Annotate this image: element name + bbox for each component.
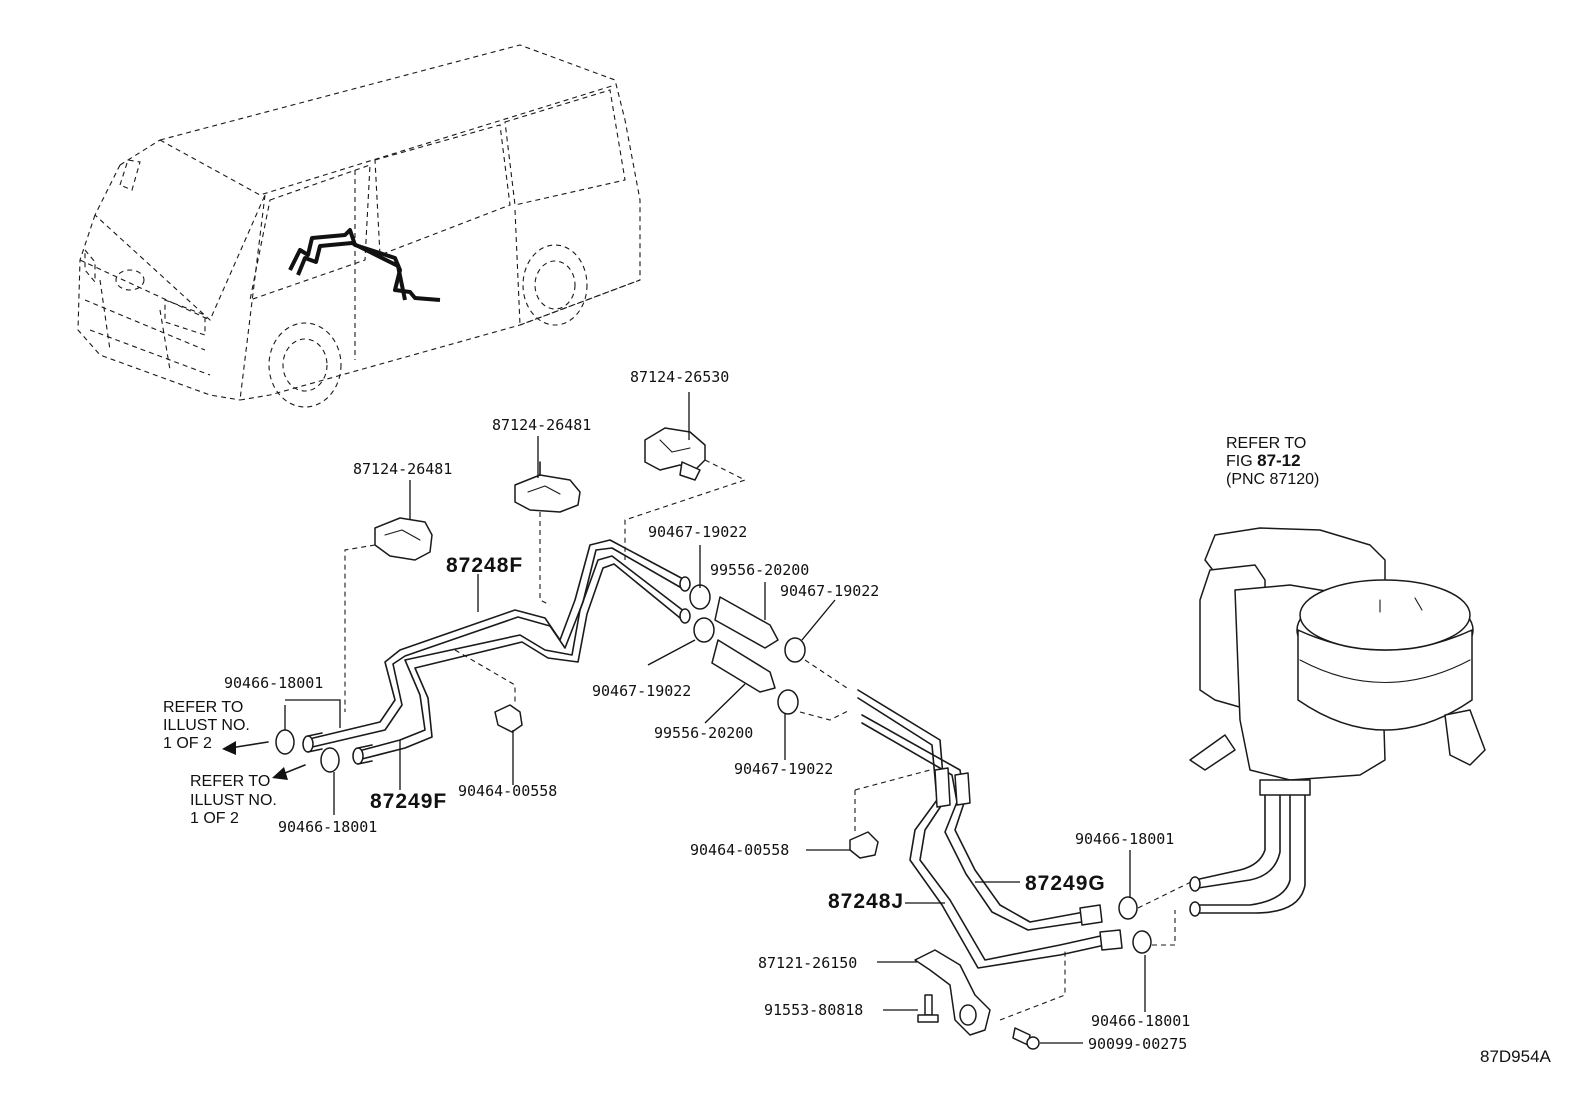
refer-illust-1-line1: REFER TO xyxy=(163,699,243,716)
label-90466-18001-c[interactable]: 90466-18001 xyxy=(1075,830,1174,848)
bracket-87121-26150 xyxy=(914,949,1066,1036)
pipes-87248J-87249G xyxy=(857,689,1196,969)
label-87124-26481-b[interactable]: 87124-26481 xyxy=(353,460,452,478)
refer-fig-line1: REFER TO xyxy=(1226,435,1306,452)
label-99556-20200-b[interactable]: 99556-20200 xyxy=(654,724,753,742)
label-87124-26530[interactable]: 87124-26530 xyxy=(630,368,729,386)
label-90099-00275[interactable]: 90099-00275 xyxy=(1088,1035,1187,1053)
refer-illust-note-2[interactable]: REFER TO ILLUST NO. 1 OF 2 xyxy=(190,773,277,827)
label-87248F[interactable]: 87248F xyxy=(446,554,523,577)
screw-90099-00275 xyxy=(1012,1027,1040,1050)
pipes-87248F-87249F xyxy=(302,539,691,765)
label-87249G[interactable]: 87249G xyxy=(1025,872,1106,895)
label-90466-18001-b[interactable]: 90466-18001 xyxy=(278,818,377,836)
refer-fig-link[interactable]: 87-12 xyxy=(1257,451,1300,470)
van-illustration xyxy=(77,44,641,408)
part-labels: 87124-26530 87124-26481 87124-26481 8724… xyxy=(224,368,1190,1053)
clamp-87124-26481-middle xyxy=(514,461,581,606)
label-90464-00558-b[interactable]: 90464-00558 xyxy=(690,841,789,859)
svg-text:FIG 87-12: FIG 87-12 xyxy=(1226,451,1301,470)
diagram-code: 87D954A xyxy=(1480,1047,1552,1066)
refer-fig-line3: (PNC 87120) xyxy=(1226,471,1319,488)
label-90467-19022-b[interactable]: 90467-19022 xyxy=(780,582,879,600)
label-87121-26150[interactable]: 87121-26150 xyxy=(758,954,857,972)
refer-illust-2-line2: ILLUST NO. xyxy=(190,792,277,809)
label-90466-18001-a[interactable]: 90466-18001 xyxy=(224,674,323,692)
refer-illust-2-line1: REFER TO xyxy=(190,773,270,790)
label-99556-20200-a[interactable]: 99556-20200 xyxy=(710,561,809,579)
label-90467-19022-a[interactable]: 90467-19022 xyxy=(648,523,747,541)
label-90467-19022-c[interactable]: 90467-19022 xyxy=(592,682,691,700)
leader-lines xyxy=(284,392,1146,1044)
heater-unit xyxy=(1189,527,1486,917)
middle-hoses xyxy=(689,584,851,721)
clamp-87124-26481-left xyxy=(344,517,433,712)
label-90466-18001-d[interactable]: 90466-18001 xyxy=(1091,1012,1190,1030)
clip-90464-00558-right xyxy=(849,769,931,859)
label-90464-00558-a[interactable]: 90464-00558 xyxy=(458,782,557,800)
refer-fig-prefix: FIG xyxy=(1226,453,1257,470)
clamp-87124-26530 xyxy=(624,427,747,560)
refer-illust-1-line2: ILLUST NO. xyxy=(163,717,250,734)
label-87248J[interactable]: 87248J xyxy=(828,890,904,913)
refer-illust-2-line3: 1 OF 2 xyxy=(190,810,239,827)
label-91553-80818[interactable]: 91553-80818 xyxy=(764,1001,863,1019)
refer-fig-note: REFER TO FIG 87-12 (PNC 87120) xyxy=(1226,435,1319,488)
label-87124-26481-a[interactable]: 87124-26481 xyxy=(492,416,591,434)
label-87249F[interactable]: 87249F xyxy=(370,790,447,813)
label-90467-19022-d[interactable]: 90467-19022 xyxy=(734,760,833,778)
clip-90464-00558-left xyxy=(454,649,523,733)
bolt-91553-80818 xyxy=(917,994,939,1023)
refer-illust-note-1[interactable]: REFER TO ILLUST NO. 1 OF 2 xyxy=(163,699,250,752)
refer-illust-1-line3: 1 OF 2 xyxy=(163,735,212,752)
